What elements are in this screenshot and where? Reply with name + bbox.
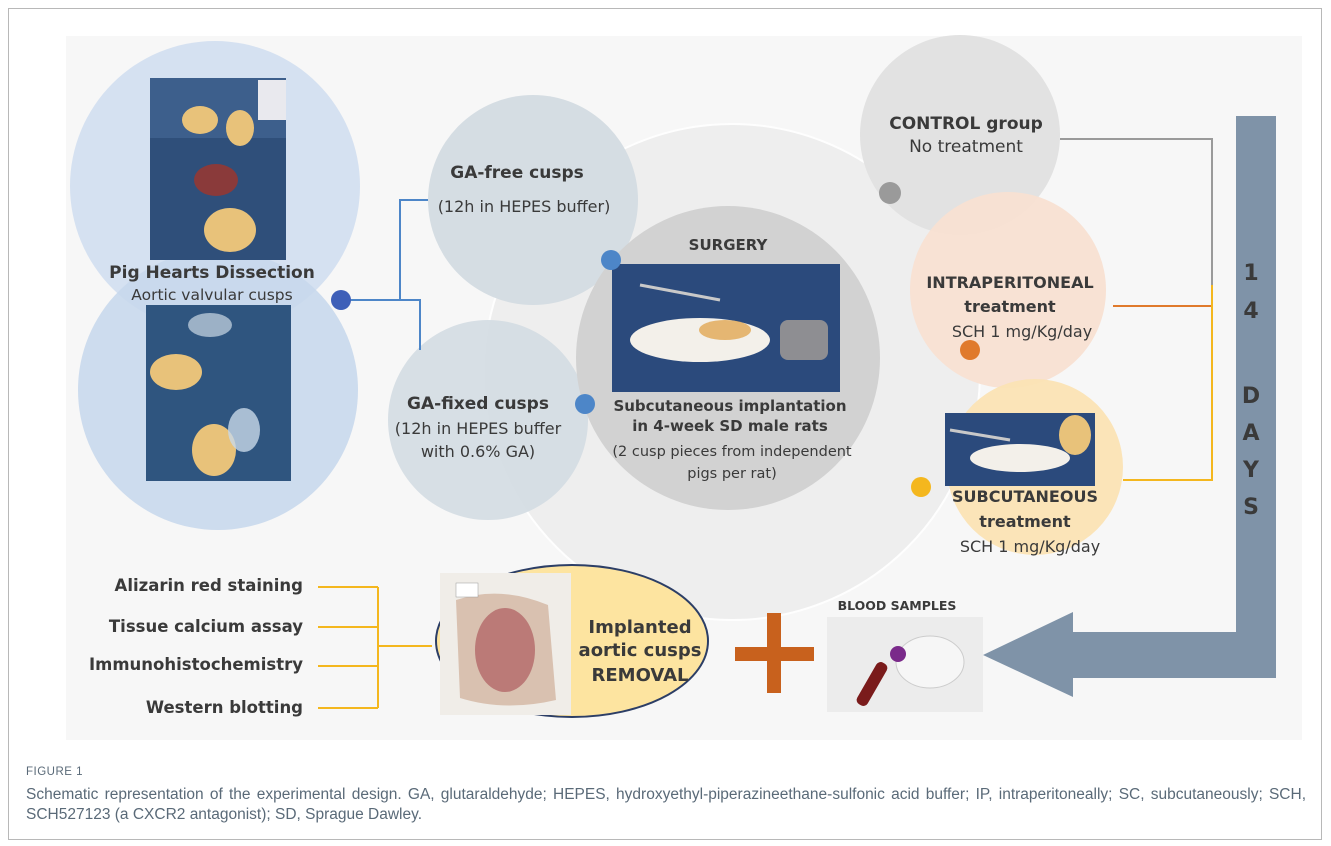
- analysis-calcium: Tissue calcium assay: [109, 617, 303, 636]
- control-dot: [879, 182, 901, 204]
- days-char-3: D: [1242, 384, 1260, 409]
- pig-hearts-title: Pig Hearts Dissection: [109, 263, 315, 283]
- subcutaneous-dose: SCH 1 mg/Kg/day: [960, 537, 1100, 556]
- ga-free-circle: [428, 95, 638, 305]
- analysis-western: Western blotting: [146, 698, 303, 717]
- surgery-desc-2: in 4-week SD male rats: [632, 417, 828, 435]
- days-char-1: 1: [1243, 261, 1258, 286]
- surgery-desc-1: Subcutaneous implantation: [613, 397, 846, 415]
- days-char-4: A: [1242, 421, 1259, 446]
- subcutaneous-dot: [911, 477, 931, 497]
- figure-label: FIGURE 1: [26, 766, 84, 778]
- intraperitoneal-circle: [910, 192, 1106, 388]
- ga-free-desc: (12h in HEPES buffer): [438, 197, 611, 216]
- intraperitoneal-title-1: INTRAPERITONEAL: [926, 273, 1093, 292]
- surgery-photo: [612, 264, 840, 392]
- control-circle: [860, 35, 1060, 235]
- removal-photo: [440, 573, 571, 715]
- analyses-list: Alizarin red staining Tissue calcium ass…: [89, 576, 303, 717]
- removal-line-2: aortic cusps: [579, 640, 702, 661]
- days-char-5: Y: [1242, 458, 1260, 483]
- ga-free-title: GA-free cusps: [450, 163, 584, 183]
- subcutaneous-title-2: treatment: [979, 512, 1071, 531]
- fourteen-days-arrow: [983, 116, 1276, 697]
- subcutaneous-connector: [1123, 285, 1213, 481]
- intraperitoneal-dot: [960, 340, 980, 360]
- removal-line-1: Implanted: [588, 617, 691, 638]
- control-title: CONTROL group: [889, 114, 1043, 134]
- control-subtitle: No treatment: [909, 137, 1023, 157]
- blue-connectors: [341, 199, 428, 350]
- intraperitoneal-dose: SCH 1 mg/Kg/day: [952, 322, 1092, 341]
- days-label: 1 4 D A Y S: [1242, 261, 1260, 520]
- days-char-2: 4: [1243, 299, 1258, 324]
- surgery-desc-3: (2 cusp pieces from independent: [612, 444, 852, 460]
- dissection-photo-top: [150, 78, 286, 260]
- intraperitoneal-title-2: treatment: [964, 297, 1056, 316]
- blood-samples-label: BLOOD SAMPLES: [838, 598, 957, 613]
- analysis-ihc: Immunohistochemistry: [89, 655, 303, 674]
- blood-samples-photo: [827, 617, 983, 712]
- ga-fixed-desc-1: (12h in HEPES buffer: [395, 419, 562, 438]
- removal-line-3: REMOVAL: [592, 665, 689, 686]
- dissection-photo-bottom: [146, 305, 291, 481]
- surgery-title: SURGERY: [689, 236, 769, 254]
- pig-hearts-dot: [331, 290, 351, 310]
- surgery-desc-4: pigs per rat): [687, 466, 777, 482]
- experimental-design-diagram: Pig Hearts Dissection Aortic valvular cu…: [70, 35, 1276, 718]
- days-char-6: S: [1243, 495, 1259, 520]
- analysis-alizarin: Alizarin red staining: [115, 576, 303, 595]
- plus-icon: [735, 613, 814, 693]
- subcutaneous-photo: [945, 413, 1095, 486]
- ga-fixed-dot: [575, 394, 595, 414]
- ga-free-dot: [601, 250, 621, 270]
- figure-frame: [8, 8, 1322, 840]
- ga-fixed-circle: [388, 320, 588, 520]
- subcutaneous-title-1: SUBCUTANEOUS: [952, 487, 1098, 506]
- ga-fixed-title: GA-fixed cusps: [407, 394, 549, 414]
- figure-caption: Schematic representation of the experime…: [26, 786, 1306, 823]
- pig-hearts-subtitle: Aortic valvular cusps: [131, 286, 292, 304]
- ga-fixed-desc-2: with 0.6% GA): [421, 442, 535, 461]
- analyses-bracket: [318, 586, 432, 709]
